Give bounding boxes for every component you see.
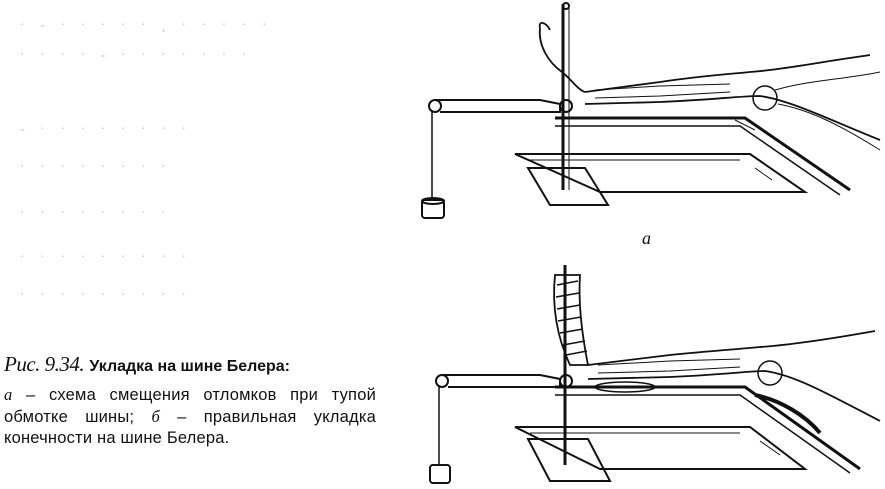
bleed-text-line: · · · · - · · · · · · ·	[20, 48, 253, 63]
figure-title: Укладка на шине Белера:	[89, 358, 290, 375]
splint-base	[514, 153, 809, 193]
leg-outline	[587, 330, 876, 366]
base-plate	[526, 167, 610, 206]
caption-desc-a: – схема смещения отломков при тупой обмо…	[4, 386, 376, 426]
traction-weight	[429, 464, 451, 484]
panel-a-label: а	[642, 228, 651, 248]
bleed-text-line: · · · · · · · ·	[20, 160, 172, 175]
figure-number: Рис. 9.34.	[4, 352, 85, 376]
splint-frame	[555, 385, 861, 471]
splint-frame	[555, 116, 851, 192]
bleed-text-line: · · · · · · · ·	[20, 206, 172, 221]
bleed-text-line: · · · · · · · · ·	[20, 250, 192, 265]
leg-outline	[584, 54, 871, 93]
traction-weight	[421, 199, 445, 219]
caption-desc-b: – правильная укладка конечности на шине …	[4, 408, 376, 447]
splint-base	[514, 426, 808, 470]
figure-panel-a	[421, 2, 881, 219]
traction-bar	[435, 99, 561, 113]
marker-b: б	[151, 407, 160, 426]
marker-a: а	[4, 385, 13, 404]
support-pad	[754, 393, 822, 435]
traction-bar	[442, 374, 561, 388]
support-pad	[594, 381, 656, 393]
caption-body: а – схема смещения отломков при тупой об…	[4, 384, 376, 449]
bleed-text-line: - · · · · · · · ·	[20, 122, 192, 137]
caption-title: Рис. 9.34. Укладка на шине Белера:	[4, 351, 376, 380]
bleed-text-line: · - · · · · · ¸ · · · · ·	[20, 18, 273, 33]
figure-panel-b	[429, 265, 881, 484]
figure-caption: Рис. 9.34. Укладка на шине Белера: а – с…	[4, 351, 376, 449]
foot-outline	[538, 27, 586, 93]
base-plate	[526, 438, 612, 482]
bleed-text-line: · · · · · · · · ·	[20, 288, 192, 303]
